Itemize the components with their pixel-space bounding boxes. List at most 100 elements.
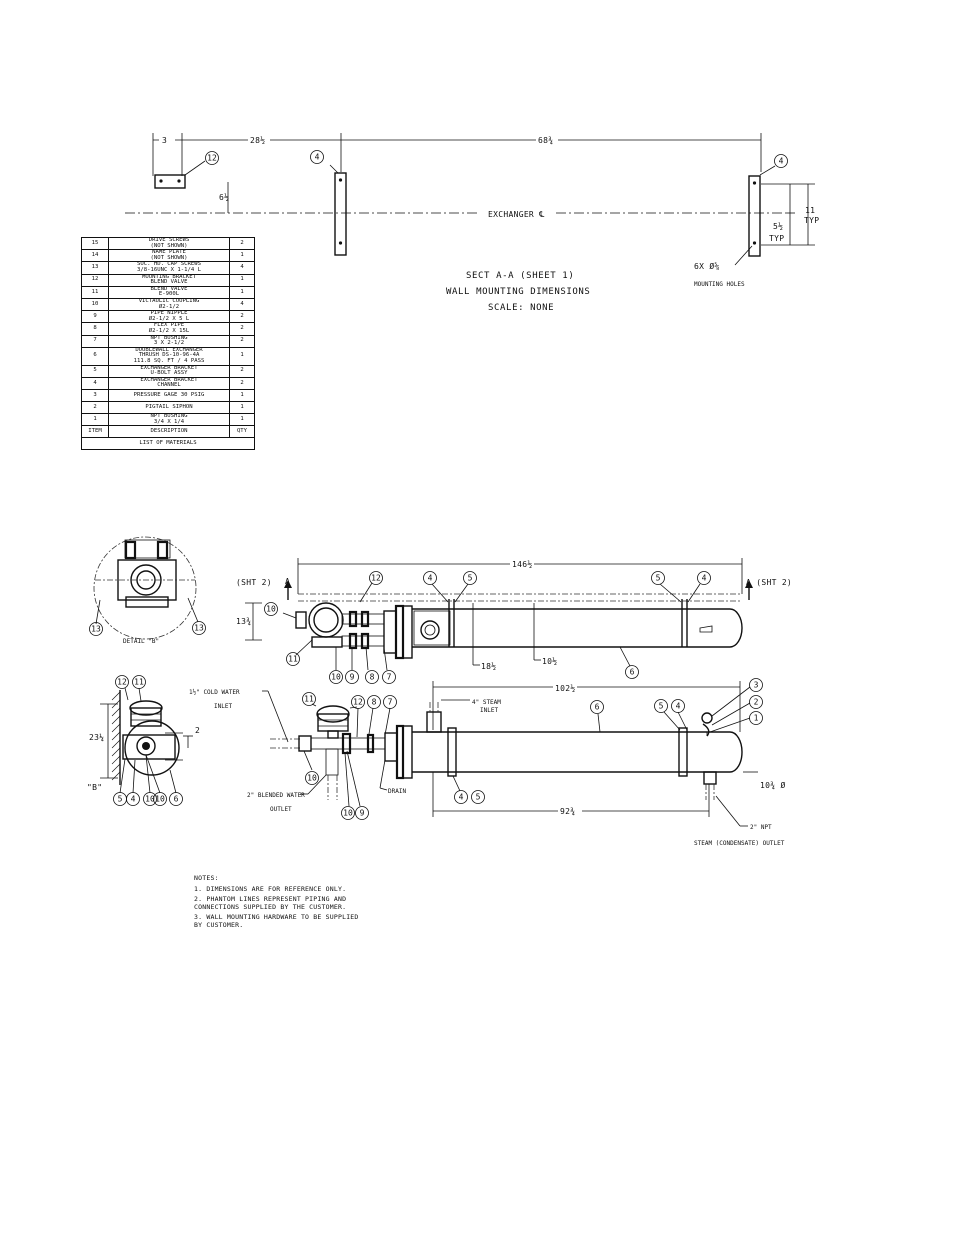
svg-text:5: 5 (659, 702, 664, 711)
dim-102-half: 102½ (555, 683, 575, 693)
section-subtitle: WALL MOUNTING DIMENSIONS (446, 287, 590, 297)
dim-3: 3 (162, 136, 167, 145)
balloon-plan-5 (463, 571, 477, 585)
svg-text:3: 3 (754, 681, 759, 690)
svg-text:5: 5 (476, 793, 481, 802)
steam-label: 4" STEAM (472, 699, 501, 706)
bom-cell-desc: PIGTAIL SIPHON (108, 401, 230, 415)
sht2-right: A (SHT 2) (746, 578, 792, 587)
bom-cell-qty: 1 (229, 346, 255, 366)
detail-b-label: DETAIL "B" (123, 638, 159, 645)
bom-cell-item: 1 (81, 413, 109, 427)
bom-cell-qty: 2 (229, 322, 255, 336)
bom-cell-desc: PIPE NIPPLE Ø2-1/2 X 5 L (108, 310, 230, 324)
svg-text:12: 12 (207, 154, 217, 163)
condensate-label: STEAM (CONDENSATE) OUTLET (694, 840, 785, 847)
bom-cell-desc: DOUBLEWALL EXCHANGER THRUSH DS-10-96-4A … (108, 346, 230, 366)
bom-cell-item: 12 (81, 273, 109, 287)
balloon-elev-4 (671, 699, 685, 713)
svg-text:12: 12 (117, 678, 127, 687)
notes-title: NOTES: (194, 874, 219, 882)
bom-cell-qty: 1 (229, 249, 255, 263)
svg-text:8: 8 (370, 673, 375, 682)
svg-text:4: 4 (702, 574, 707, 583)
balloon-end-10a (143, 792, 157, 806)
b-label: "B" (87, 783, 102, 792)
section-title: SECT A-A (SHEET 1) (466, 271, 574, 281)
svg-text:4: 4 (459, 793, 464, 802)
bom-header-item: ITEM (81, 425, 109, 439)
note-1: 1. DIMENSIONS ARE FOR REFERENCE ONLY. (194, 884, 347, 893)
npt-label: 2" NPT (750, 824, 772, 831)
bom-cell-qty: 4 (229, 261, 255, 275)
svg-text:10: 10 (331, 673, 341, 682)
svg-text:7: 7 (388, 698, 393, 707)
blended-water-label: 2" BLENDED WATER (247, 792, 305, 799)
wall-mounting-view: 3 28½ 68¾ 12 6½ EXCHANGER ℄ 4 4 (125, 133, 819, 313)
balloon-plan-12 (369, 571, 383, 585)
dim-typ-2: TYP (804, 216, 819, 225)
bom-cell-qty: 1 (229, 401, 255, 415)
svg-text:8: 8 (372, 698, 377, 707)
dim-typ-1: TYP (769, 234, 784, 243)
svg-text:12: 12 (371, 574, 381, 583)
bom-cell-desc: EXCHANGER BRACKET CHANNEL (108, 376, 230, 391)
balloon-elev-8 (367, 695, 381, 709)
svg-text:12: 12 (353, 698, 363, 707)
svg-text:13: 13 (194, 624, 204, 633)
cold-water-label: 1½" COLD WATER (189, 689, 240, 696)
drain-label: DRAIN (388, 788, 406, 795)
svg-text:4: 4 (676, 702, 681, 711)
bom-header-qty: QTY (229, 425, 255, 439)
bom-cell-qty: 2 (229, 364, 255, 378)
dim-146-half: 146½ (512, 559, 532, 569)
balloon-elev-7 (383, 695, 397, 709)
bom-cell-item: 5 (81, 364, 109, 378)
svg-text:6: 6 (174, 795, 179, 804)
balloon-plan-5b (651, 571, 665, 585)
dim-92-three-quarter: 92¾ (560, 807, 575, 816)
balloon-end-4 (126, 792, 140, 806)
svg-text:10: 10 (307, 774, 317, 783)
balloon-end-6 (169, 792, 183, 806)
bom-cell-qty: 2 (229, 310, 255, 324)
balloon-end-11 (132, 675, 146, 689)
elevation-view: 1½" COLD WATER INLET 4" STEAM INLET (189, 678, 785, 847)
bom-cell-desc: SOC. HD. CAP SCREWS 3/8-16UNC X 1-1/4 L (108, 261, 230, 275)
bom-cell-qty: 2 (229, 376, 255, 391)
bom-cell-desc: BLEND VALVE E-900L (108, 285, 230, 299)
balloon-elev-4b (454, 790, 468, 804)
bom-header-desc: DESCRIPTION (108, 425, 230, 439)
svg-text:11: 11 (304, 695, 314, 704)
steam-inlet-label: INLET (480, 707, 498, 714)
bom-cell-item: 10 (81, 297, 109, 312)
balloon-4 (310, 150, 324, 164)
svg-text:A: A (285, 577, 290, 586)
bom-cell-qty: 1 (229, 413, 255, 427)
svg-text:10: 10 (155, 795, 165, 804)
bom-footer: LIST OF MATERIALS (81, 437, 255, 451)
svg-text:4: 4 (779, 157, 784, 166)
svg-text:13: 13 (91, 625, 101, 634)
balloon-plan-7 (382, 670, 396, 684)
svg-text:9: 9 (350, 673, 355, 682)
dim-23-quarter: 23¼ (89, 733, 104, 742)
svg-text:10: 10 (343, 809, 353, 818)
balloon-elev-9b (355, 806, 369, 820)
balloon-plan-4 (423, 571, 437, 585)
balloon-12 (205, 151, 219, 165)
balloon-plan-11 (286, 652, 300, 666)
blended-outlet-label: OUTLET (270, 806, 292, 813)
bom-cell-item: 9 (81, 310, 109, 324)
balloon-elev-10 (305, 771, 319, 785)
balloon-plan-10 (264, 602, 278, 616)
